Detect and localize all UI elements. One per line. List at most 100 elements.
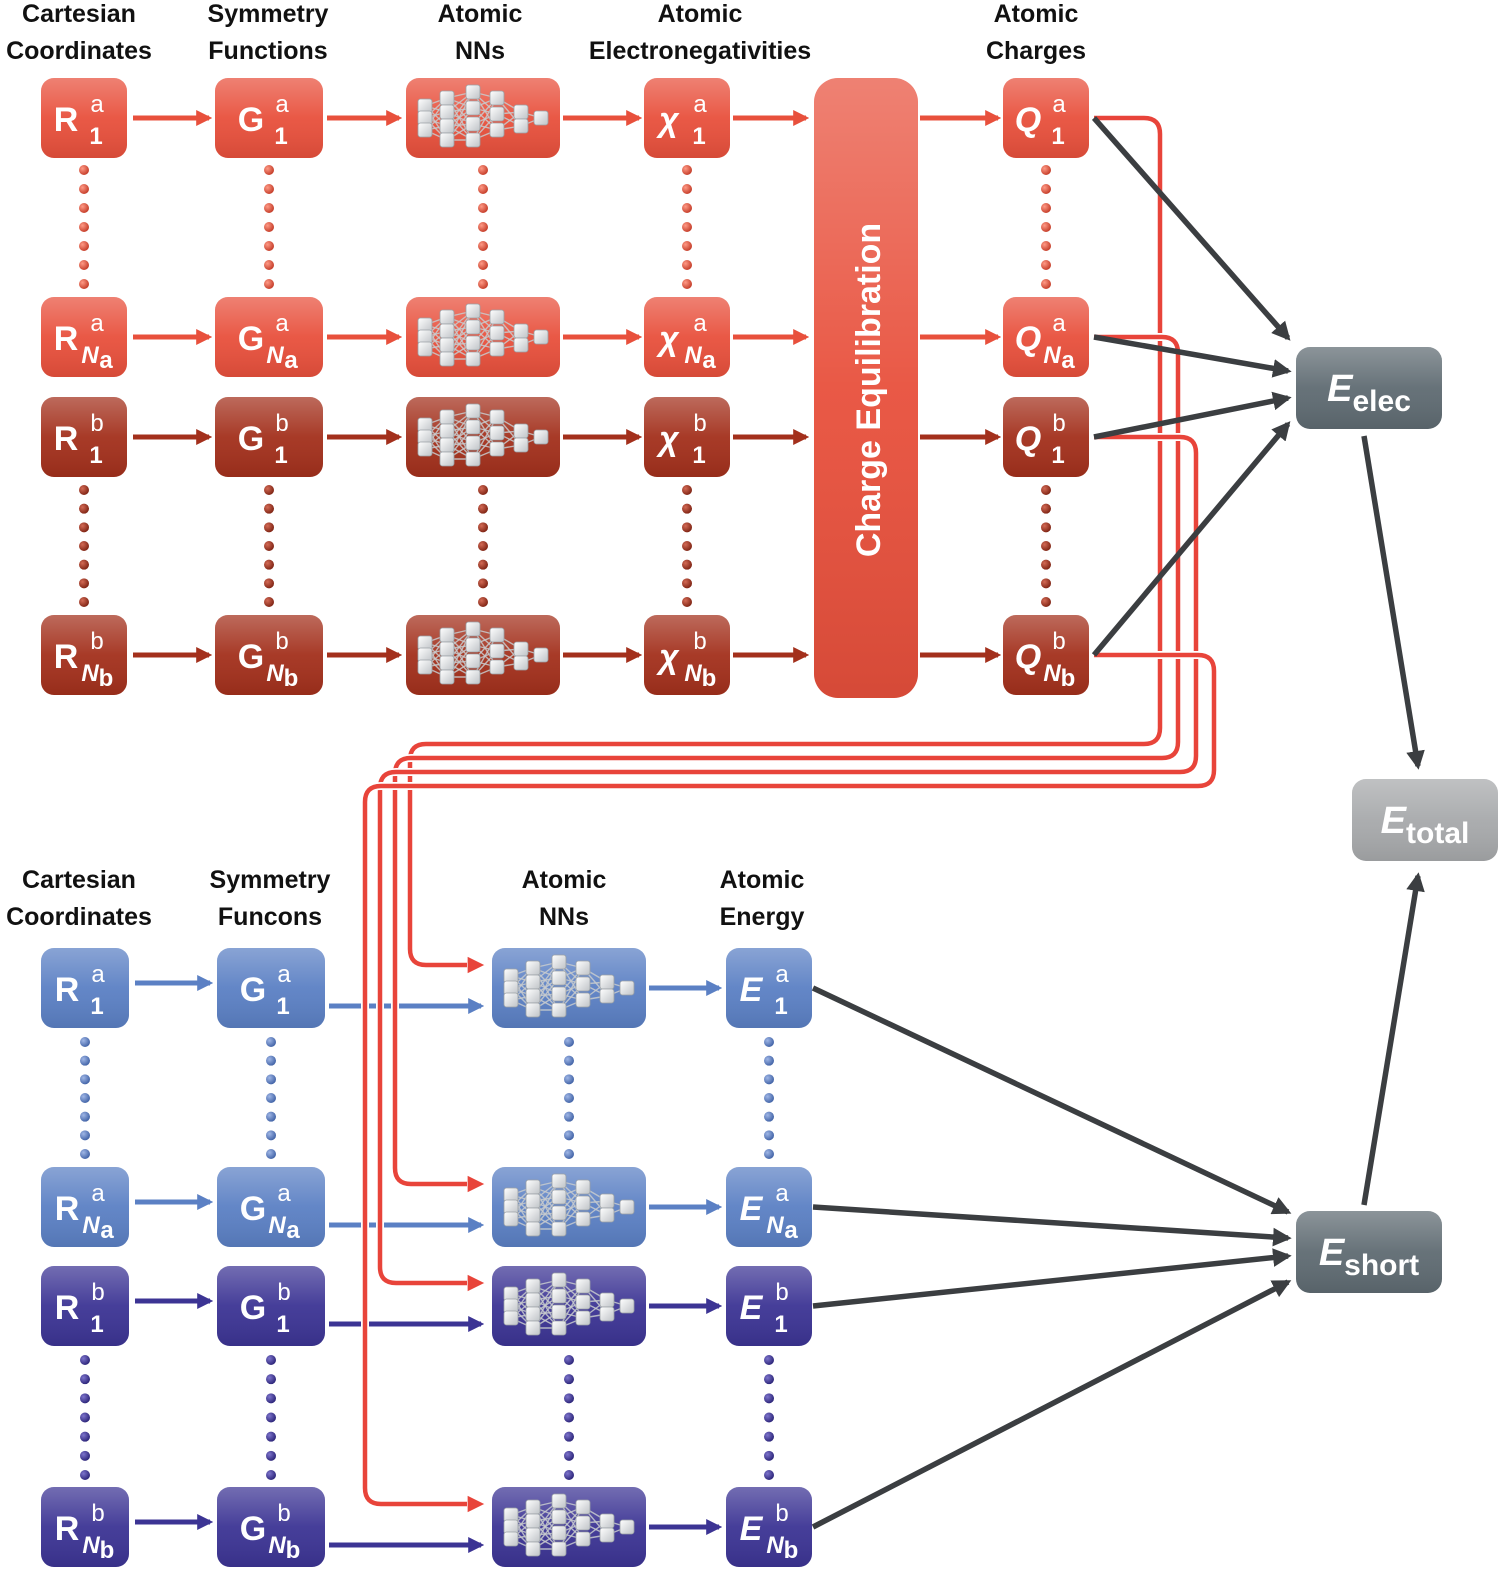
ellipsis-dot bbox=[1041, 260, 1051, 270]
ellipsis-dot bbox=[764, 1093, 774, 1103]
nn-node bbox=[551, 1205, 567, 1221]
nn-node bbox=[465, 637, 481, 653]
nn-node bbox=[489, 627, 505, 643]
symbol-index: 1 bbox=[90, 993, 103, 1020]
symbol-index: N bbox=[266, 660, 284, 687]
symbol-index-sub: b bbox=[702, 665, 717, 692]
symbol-element: a bbox=[90, 91, 104, 118]
ellipsis-dot bbox=[682, 578, 692, 589]
nn-node bbox=[525, 1320, 541, 1336]
symbol-index: N bbox=[268, 1532, 286, 1559]
nn-node bbox=[575, 1499, 591, 1515]
nn-node bbox=[465, 669, 481, 685]
ellipsis-dot bbox=[266, 1093, 276, 1103]
nn-node bbox=[465, 116, 481, 132]
nn-node bbox=[489, 325, 505, 341]
ellipsis-column bbox=[264, 485, 274, 607]
ellipsis-dot bbox=[80, 1374, 90, 1385]
ellipsis-dot bbox=[682, 559, 692, 570]
nn-node bbox=[465, 451, 481, 467]
ellipsis-dot bbox=[478, 222, 488, 232]
ellipsis-column bbox=[79, 165, 89, 289]
ellipsis-column bbox=[80, 1037, 90, 1159]
nn-node bbox=[465, 621, 481, 637]
ellipsis-dot bbox=[79, 165, 89, 175]
symbol-element: b bbox=[277, 1279, 290, 1306]
symbol-base: Q bbox=[1015, 101, 1041, 139]
ellipsis-dot bbox=[266, 1037, 276, 1047]
ellipsis-dot bbox=[564, 1355, 574, 1365]
energy-label: Etotal bbox=[1381, 800, 1470, 850]
nn-node bbox=[513, 118, 529, 134]
symbol-base: G bbox=[240, 971, 266, 1009]
ellipsis-dot bbox=[80, 1355, 90, 1365]
ellipsis-column bbox=[564, 1037, 574, 1159]
ellipsis-dot bbox=[79, 522, 89, 533]
neural-network-icon bbox=[417, 303, 549, 367]
ellipsis-dot bbox=[266, 1450, 276, 1461]
ellipsis-dot bbox=[682, 485, 692, 495]
symbol-index-sub: a bbox=[99, 347, 113, 374]
nn-node bbox=[439, 309, 455, 325]
ellipsis-dot bbox=[764, 1470, 774, 1480]
nn-node bbox=[465, 435, 481, 451]
ellipsis-dot bbox=[564, 1130, 574, 1141]
symbol-index: 1 bbox=[90, 1311, 103, 1338]
nn-node bbox=[533, 110, 549, 126]
nn-node bbox=[551, 1288, 567, 1304]
nn-node bbox=[575, 1531, 591, 1547]
nn-node bbox=[489, 643, 505, 659]
ellipsis-dot bbox=[266, 1055, 276, 1066]
symbol-index-sub: a bbox=[100, 1217, 114, 1244]
symbol-index: N bbox=[684, 660, 702, 687]
charge-connectors bbox=[361, 114, 1218, 1508]
ellipsis-dot bbox=[478, 485, 488, 495]
ellipsis-dot bbox=[266, 1111, 276, 1122]
nn-node bbox=[599, 1207, 615, 1223]
symbol-index: 1 bbox=[274, 442, 287, 469]
symbol-index: N bbox=[82, 1212, 100, 1239]
ellipsis-dot bbox=[682, 279, 692, 289]
ellipsis-dot bbox=[264, 184, 274, 194]
nn-node bbox=[465, 100, 481, 116]
charge-connector-outline bbox=[361, 651, 1218, 1508]
symbol-index: N bbox=[1043, 660, 1061, 687]
nn-node bbox=[513, 104, 529, 120]
ellipsis-dot bbox=[764, 1055, 774, 1066]
nn-node bbox=[489, 122, 505, 138]
ellipsis-dot bbox=[764, 1111, 774, 1122]
arrow-right-icon bbox=[1091, 116, 1291, 341]
arrow-right-icon bbox=[1093, 334, 1292, 378]
nn-node bbox=[489, 409, 505, 425]
ellipsis-dot bbox=[264, 485, 274, 495]
ellipsis-dot bbox=[79, 222, 89, 232]
charge-connector bbox=[407, 115, 1163, 965]
nn-node bbox=[533, 329, 549, 345]
symbol-base: G bbox=[240, 1289, 266, 1327]
ellipsis-dot bbox=[682, 522, 692, 533]
symbol-element: a bbox=[91, 1180, 105, 1207]
ellipsis-dot bbox=[1041, 184, 1051, 194]
ellipsis-dot bbox=[80, 1130, 90, 1141]
symbol-index: N bbox=[268, 1212, 286, 1239]
ellipsis-dot bbox=[564, 1412, 574, 1423]
ellipsis-dot bbox=[80, 1393, 90, 1404]
nn-node bbox=[533, 647, 549, 663]
ellipsis-dot bbox=[80, 1470, 90, 1480]
nn-node bbox=[599, 1193, 615, 1209]
ellipsis-dot bbox=[564, 1431, 574, 1442]
nn-node bbox=[575, 992, 591, 1008]
ellipsis-dot bbox=[682, 597, 692, 607]
ellipsis-dot bbox=[478, 541, 488, 551]
nn-node bbox=[439, 437, 455, 453]
ellipsis-dot bbox=[478, 241, 488, 251]
ellipsis-dot bbox=[79, 203, 89, 213]
